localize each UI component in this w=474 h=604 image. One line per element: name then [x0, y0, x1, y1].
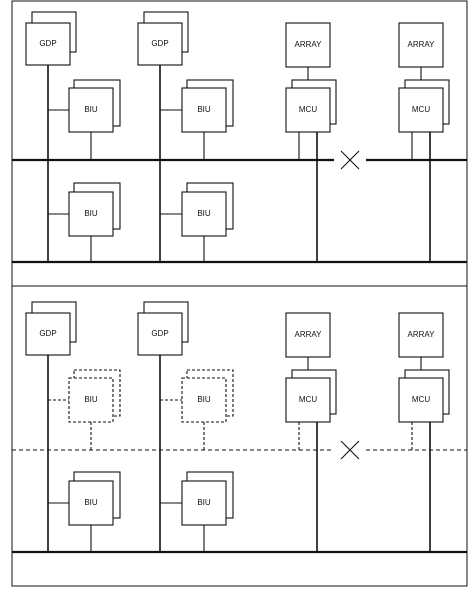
array-label: ARRAY [408, 330, 436, 339]
mcu-label: MCU [412, 395, 430, 404]
array-label: ARRAY [295, 330, 323, 339]
panel-top: GDP BIU BIU GDP BIU BIU ARRAY MCU [12, 11, 467, 287]
mcu-label: MCU [299, 395, 317, 404]
biu-box [181, 87, 227, 133]
mcu-label: MCU [412, 105, 430, 114]
gdp-label: GDP [151, 329, 168, 338]
biu-box [68, 191, 114, 237]
array-box [398, 312, 444, 358]
mcu-box [285, 87, 331, 133]
gdp-label: GDP [151, 39, 168, 48]
mcu-box [398, 87, 444, 133]
biu-label: BIU [197, 105, 211, 114]
biu-label: BIU [197, 395, 211, 404]
array-label: ARRAY [408, 40, 436, 49]
bus-failure-x-icon [340, 150, 360, 170]
mcu-box [285, 377, 331, 423]
gdp-label: GDP [39, 39, 56, 48]
gdp-box [25, 312, 71, 356]
biu-box-dashed [181, 377, 227, 423]
mcu-label: MCU [299, 105, 317, 114]
array-box [285, 22, 331, 68]
biu-box [181, 191, 227, 237]
biu-label: BIU [197, 498, 211, 507]
biu-label: BIU [84, 498, 98, 507]
array-box [285, 312, 331, 358]
biu-label: BIU [84, 105, 98, 114]
mcu-box [398, 377, 444, 423]
gdp-box [137, 312, 183, 356]
panel-bottom: GDP BIU BIU GDP BIU BIU ARRAY MCU [12, 301, 467, 554]
biu-label: BIU [84, 209, 98, 218]
biu-label: BIU [84, 395, 98, 404]
biu-box [181, 480, 227, 526]
gdp-label: GDP [39, 329, 56, 338]
biu-box [68, 480, 114, 526]
biu-label: BIU [197, 209, 211, 218]
array-label: ARRAY [295, 40, 323, 49]
biu-box-dashed [68, 377, 114, 423]
bus-failure-x-icon [340, 440, 360, 460]
outer-frame [11, 0, 468, 587]
